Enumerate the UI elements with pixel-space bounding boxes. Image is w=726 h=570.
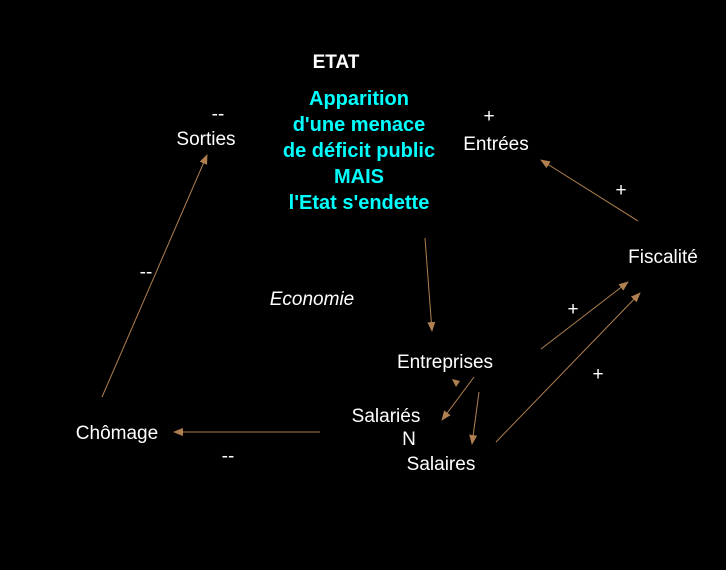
node-sorties: Sorties [176,129,235,150]
sign-salaries-chomage: -- [222,446,235,467]
arrow-salaires-fiscalite [495,292,641,443]
node-entreprises: Entreprises [397,352,493,373]
arrow-entreprises-salaires [469,391,480,445]
message-line: Apparition [309,88,409,110]
message-line: MAIS [334,166,384,188]
sign-entrees: + [483,106,494,127]
node-fiscalite: Fiscalité [628,247,698,268]
arrow-fiscalite-entrees [540,159,639,222]
sign-sorties: -- [212,104,225,125]
sign-chomage-sorties: -- [140,262,153,283]
stray-arrowhead-icon [452,379,460,387]
sign-salaires-fiscalite: + [592,364,603,385]
arrow-entreprises-salaries [441,376,475,421]
arrow-etat-entreprises [424,237,436,332]
node-economie: Economie [270,289,355,310]
message-line: d'une menace [293,114,426,136]
central-message: Apparition d'une menace de déficit publi… [283,88,435,214]
arrow-entreprises-fiscalite [540,281,629,350]
message-line: de déficit public [283,140,435,162]
title-etat: ETAT [313,52,360,73]
node-n: N [402,429,416,450]
node-chomage: Chômage [76,423,158,444]
message-line: l'Etat s'endette [289,192,430,214]
sign-fiscalite-entrees: + [615,180,626,201]
sign-entreprises-fiscalite: + [567,299,578,320]
node-salaries: Salariés [352,406,421,427]
node-entrees: Entrées [463,134,528,155]
arrow-chomage-sorties [101,154,208,398]
node-salaires: Salaires [407,454,476,475]
